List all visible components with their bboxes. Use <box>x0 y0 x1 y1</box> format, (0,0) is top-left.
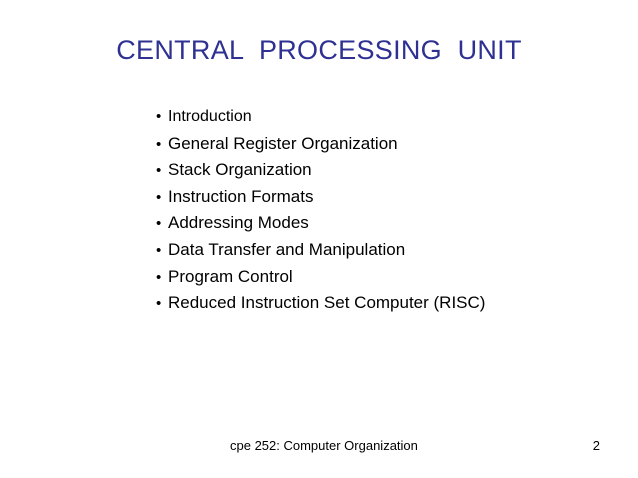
bullet-text: Introduction <box>168 108 252 125</box>
bullet-icon: • <box>156 135 162 153</box>
slide-footer: cpe 252: Computer Organization 2 <box>0 436 638 456</box>
page-number: 2 <box>592 438 600 453</box>
bullet-icon: • <box>156 268 162 286</box>
bullet-item: • Data Transfer and Manipulation <box>156 237 485 264</box>
bullet-text: Instruction Formats <box>168 186 314 206</box>
bullet-item: • Stack Organization <box>156 157 485 184</box>
bullet-icon: • <box>156 295 162 313</box>
bullet-item: • Addressing Modes <box>156 210 485 237</box>
bullet-text: General Register Organization <box>168 133 398 153</box>
bullet-icon: • <box>156 241 162 259</box>
bullet-text: Reduced Instruction Set Computer (RISC) <box>168 293 486 313</box>
bullet-text: Data Transfer and Manipulation <box>168 239 406 259</box>
bullet-text: Addressing Modes <box>168 213 309 233</box>
bullet-icon: • <box>156 215 162 233</box>
bullet-icon: • <box>156 188 162 206</box>
bullet-text: Stack Organization <box>168 160 312 180</box>
bullet-list: • Introduction • General Register Organiza… <box>156 104 485 317</box>
bullet-item: • Program Control <box>156 264 485 291</box>
bullet-text: Program Control <box>168 266 293 286</box>
bullet-item: • General Register Organization <box>156 131 485 158</box>
bullet-item: • Reduced Instruction Set Computer (RISC) <box>156 290 485 317</box>
bullet-item: • Instruction Formats <box>156 184 485 211</box>
bullet-icon: • <box>156 108 162 125</box>
footer-text: cpe 252: Computer Organization <box>230 438 418 453</box>
slide-title: CENTRAL PROCESSING UNIT <box>116 35 522 65</box>
bullet-item: • Introduction <box>156 104 485 131</box>
bullet-icon: • <box>156 162 162 180</box>
